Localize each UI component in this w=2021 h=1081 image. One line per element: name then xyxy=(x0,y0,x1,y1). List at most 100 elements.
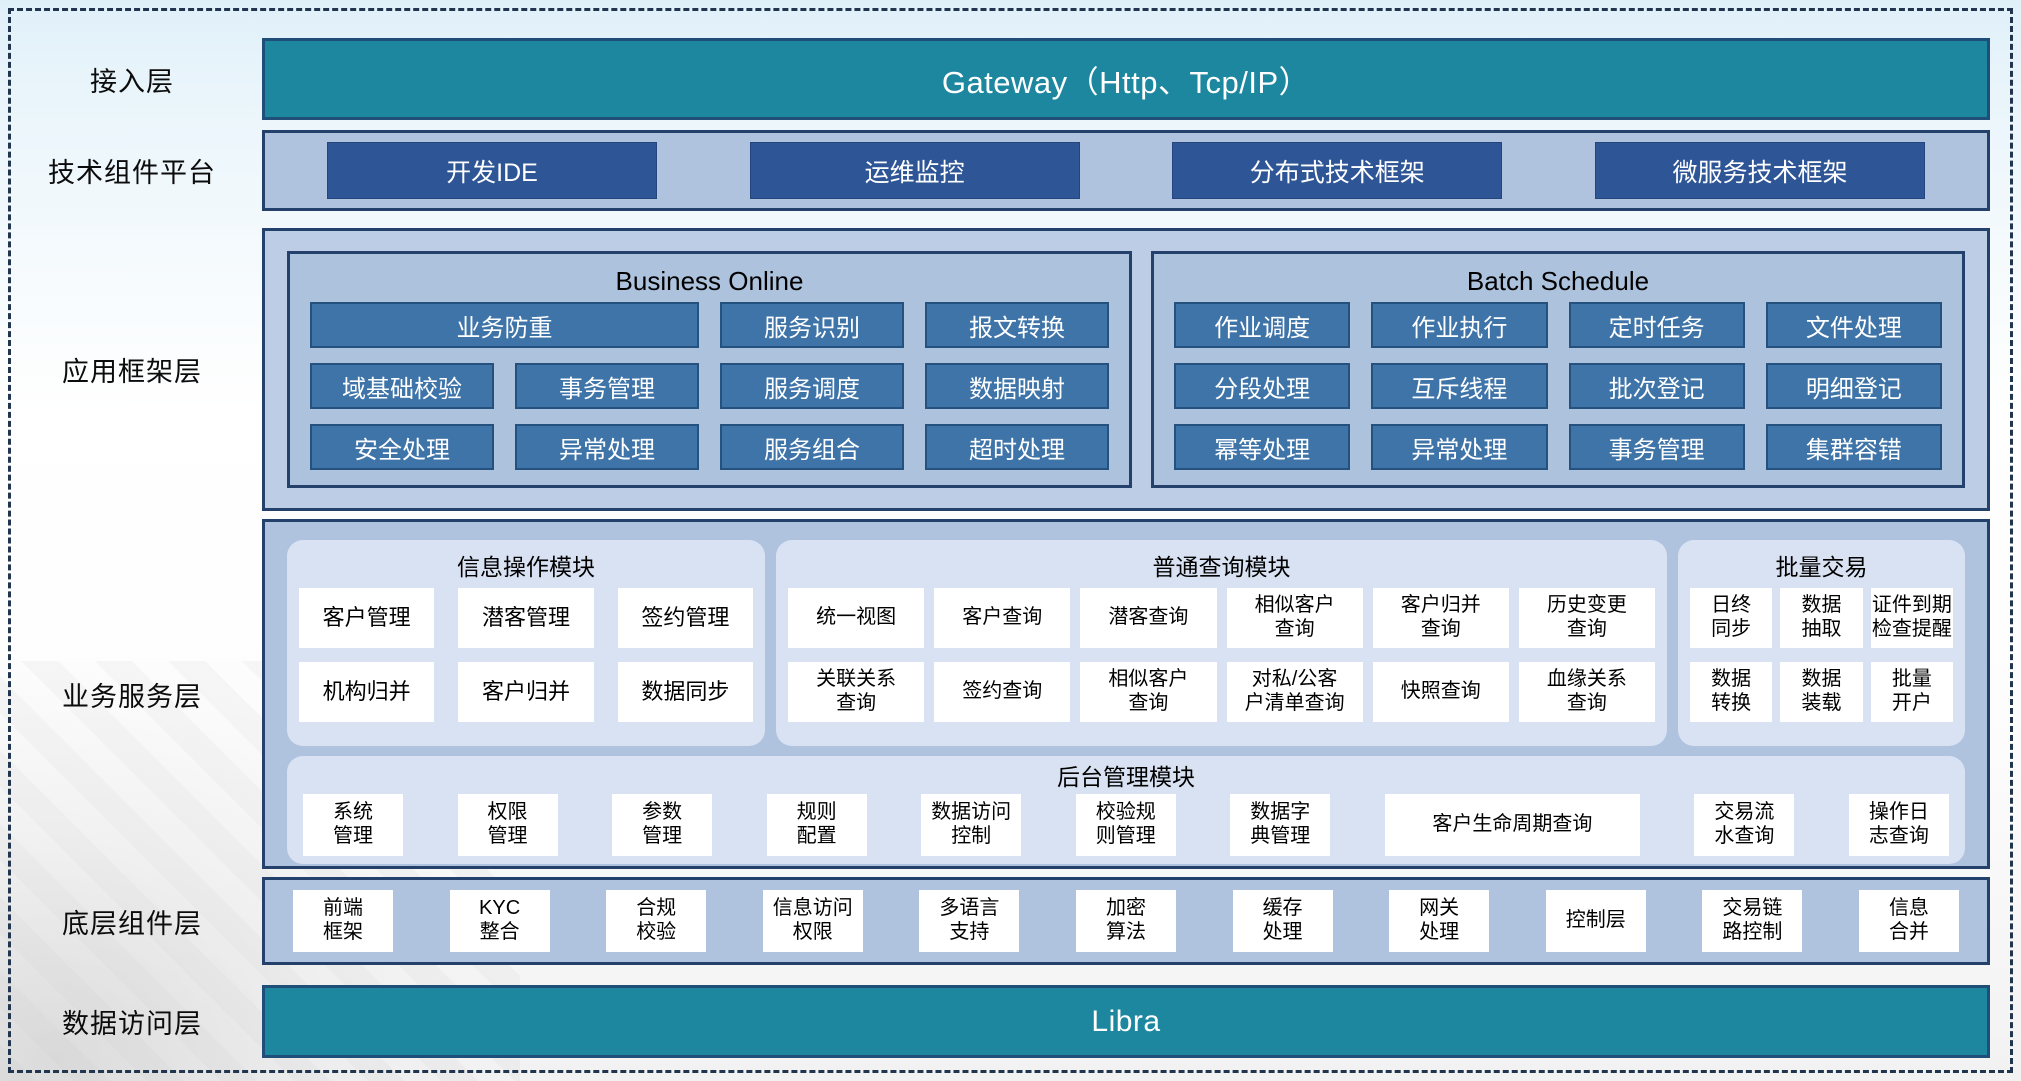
service-item-box: 关联关系 查询 xyxy=(788,662,925,722)
gateway-bar: Gateway（Http、Tcp/IP） xyxy=(262,38,1990,120)
layer-label-dataaccess: 数据访问层 xyxy=(62,1009,202,1039)
framework-item-box: 域基础校验 xyxy=(310,363,494,409)
batch-schedule-title: Batch Schedule xyxy=(1466,266,1650,296)
framework-item-box: 定时任务 xyxy=(1568,302,1745,348)
framework-item-box: 安全处理 xyxy=(310,424,494,470)
service-item-box: 潜客查询 xyxy=(1080,588,1217,648)
service-item-box: 客户生命周期查询 xyxy=(1384,794,1640,856)
layer-label-bizservice: 业务服务层 xyxy=(62,681,202,712)
component-item-box: 缓存 处理 xyxy=(1232,890,1333,952)
component-item-box: 交易链 路控制 xyxy=(1702,890,1803,952)
service-item-box: 数据 抽取 xyxy=(1780,588,1863,648)
libra-title: Libra xyxy=(1091,1004,1161,1038)
framework-item-box: 分段处理 xyxy=(1174,363,1351,409)
framework-item-box: 文件处理 xyxy=(1765,302,1942,348)
service-item-box: 签约管理 xyxy=(617,588,753,648)
framework-item-box: 异常处理 xyxy=(1371,424,1548,470)
service-item-box: 潜客管理 xyxy=(458,588,594,648)
service-item-box: 历史变更 查询 xyxy=(1518,588,1655,648)
framework-item-box: 事务管理 xyxy=(515,363,699,409)
service-item-box: 权限 管理 xyxy=(457,794,558,856)
service-item-box: 客户管理 xyxy=(299,588,435,648)
app-framework-container: Business Online 业务防重服务识别报文转换域基础校验事务管理服务调… xyxy=(262,228,1990,511)
batch-schedule-group: Batch Schedule 作业调度作业执行定时任务文件处理分段处理互斥线程批… xyxy=(1151,251,1965,488)
service-item-box: 签约查询 xyxy=(934,662,1071,722)
service-item-box: 日终 同步 xyxy=(1690,588,1773,648)
backend-mgmt-module: 后台管理模块 系统 管理权限 管理参数 管理规则 配置数据访问 控制校验规 则管… xyxy=(287,756,1965,864)
service-item-box: 数据访问 控制 xyxy=(921,794,1022,856)
business-online-grid: 业务防重服务识别报文转换域基础校验事务管理服务调度数据映射安全处理异常处理服务组… xyxy=(310,302,1109,470)
gateway-title: Gateway（Http、Tcp/IP） xyxy=(941,64,1311,100)
business-online-group: Business Online 业务防重服务识别报文转换域基础校验事务管理服务调… xyxy=(287,251,1132,488)
layer-label-access: 接入层 xyxy=(90,66,174,97)
component-item-box: KYC 整合 xyxy=(449,890,550,952)
component-item-box: 网关 处理 xyxy=(1389,890,1490,952)
component-item-box: 控制层 xyxy=(1545,890,1646,952)
service-item-box: 机构归并 xyxy=(299,662,435,722)
service-item-box: 校验规 则管理 xyxy=(1075,794,1176,856)
business-online-title: Business Online xyxy=(615,266,804,296)
framework-item-box: 集群容错 xyxy=(1765,424,1942,470)
framework-item-box: 互斥线程 xyxy=(1371,363,1548,409)
service-item-box: 客户归并 xyxy=(458,662,594,722)
backend-mgmt-title: 后台管理模块 xyxy=(1057,764,1195,790)
business-service-top-row: 信息操作模块 客户管理潜客管理签约管理机构归并客户归并数据同步 普通查询模块 统… xyxy=(287,540,1965,746)
service-item-box: 相似客户 查询 xyxy=(1080,662,1217,722)
component-item-box: 多语言 支持 xyxy=(919,890,1020,952)
framework-item-box: 作业执行 xyxy=(1371,302,1548,348)
component-item-box: 加密 算法 xyxy=(1075,890,1176,952)
tech-component-box: 运维监控 xyxy=(749,142,1080,199)
framework-item-box: 服务组合 xyxy=(720,424,904,470)
component-item-box: 合规 校验 xyxy=(606,890,707,952)
service-item-box: 参数 管理 xyxy=(612,794,713,856)
framework-item-box: 事务管理 xyxy=(1568,424,1745,470)
service-item-box: 血缘关系 查询 xyxy=(1518,662,1655,722)
framework-item-box: 超时处理 xyxy=(925,424,1109,470)
service-item-box: 数据 装载 xyxy=(1780,662,1863,722)
component-item-box: 信息 合并 xyxy=(1858,890,1959,952)
service-item-box: 交易流 水查询 xyxy=(1694,794,1795,856)
tech-component-box: 微服务技术框架 xyxy=(1594,142,1925,199)
framework-item-box: 批次登记 xyxy=(1568,363,1745,409)
layer-label-tech: 技术组件平台 xyxy=(48,158,216,188)
service-item-box: 数据同步 xyxy=(617,662,753,722)
component-item-box: 前端 框架 xyxy=(293,890,393,952)
service-item-box: 操作日 志查询 xyxy=(1848,794,1949,856)
query-module: 普通查询模块 统一视图客户查询潜客查询相似客户 查询客户归并 查询历史变更 查询… xyxy=(776,540,1667,746)
framework-item-box: 数据映射 xyxy=(925,363,1109,409)
framework-item-box: 服务调度 xyxy=(720,363,904,409)
framework-item-box: 幂等处理 xyxy=(1174,424,1351,470)
info-operation-grid: 客户管理潜客管理签约管理机构归并客户归并数据同步 xyxy=(299,588,753,722)
framework-item-box: 服务识别 xyxy=(720,302,904,348)
service-item-box: 客户查询 xyxy=(934,588,1071,648)
batch-trade-grid: 日终 同步数据 抽取证件到期 检查提醒数据 转换数据 装载批量 开户 xyxy=(1690,588,1953,722)
service-item-box: 相似客户 查询 xyxy=(1226,588,1363,648)
framework-item-box: 报文转换 xyxy=(925,302,1109,348)
framework-item-box: 明细登记 xyxy=(1765,363,1942,409)
framework-item-box: 作业调度 xyxy=(1174,302,1351,348)
libra-bar: Libra xyxy=(262,985,1990,1058)
batch-schedule-grid: 作业调度作业执行定时任务文件处理分段处理互斥线程批次登记明细登记幂等处理异常处理… xyxy=(1174,302,1942,470)
backend-mgmt-row: 系统 管理权限 管理参数 管理规则 配置数据访问 控制校验规 则管理数据字 典管… xyxy=(303,794,1949,856)
service-item-box: 快照查询 xyxy=(1372,662,1509,722)
service-item-box: 批量 开户 xyxy=(1870,662,1953,722)
business-service-container: 信息操作模块 客户管理潜客管理签约管理机构归并客户归并数据同步 普通查询模块 统… xyxy=(262,519,1990,869)
service-item-box: 对私/公客 户清单查询 xyxy=(1226,662,1363,722)
framework-item-box: 业务防重 xyxy=(310,302,699,348)
component-layer-container: 前端 框架 KYC 整合合规 校验信息访问 权限多语言 支持加密 算法缓存 处理网… xyxy=(262,877,1990,965)
batch-trade-title: 批量交易 xyxy=(1775,554,1868,580)
service-item-box: 统一视图 xyxy=(788,588,925,648)
batch-trade-module: 批量交易 日终 同步数据 抽取证件到期 检查提醒数据 转换数据 装载批量 开户 xyxy=(1678,540,1965,746)
layer-label-component: 底层组件层 xyxy=(62,908,202,939)
tech-component-box: 开发IDE xyxy=(327,142,657,199)
layer-label-appframe: 应用框架层 xyxy=(62,357,202,387)
service-item-box: 数据字 典管理 xyxy=(1230,794,1331,856)
query-module-title: 普通查询模块 xyxy=(1152,554,1291,580)
service-item-box: 证件到期 检查提醒 xyxy=(1870,588,1953,648)
component-item-box: 信息访问 权限 xyxy=(762,890,863,952)
service-item-box: 规则 配置 xyxy=(766,794,867,856)
info-operation-module: 信息操作模块 客户管理潜客管理签约管理机构归并客户归并数据同步 xyxy=(287,540,765,746)
service-item-box: 客户归并 查询 xyxy=(1372,588,1509,648)
info-operation-title: 信息操作模块 xyxy=(457,554,595,580)
